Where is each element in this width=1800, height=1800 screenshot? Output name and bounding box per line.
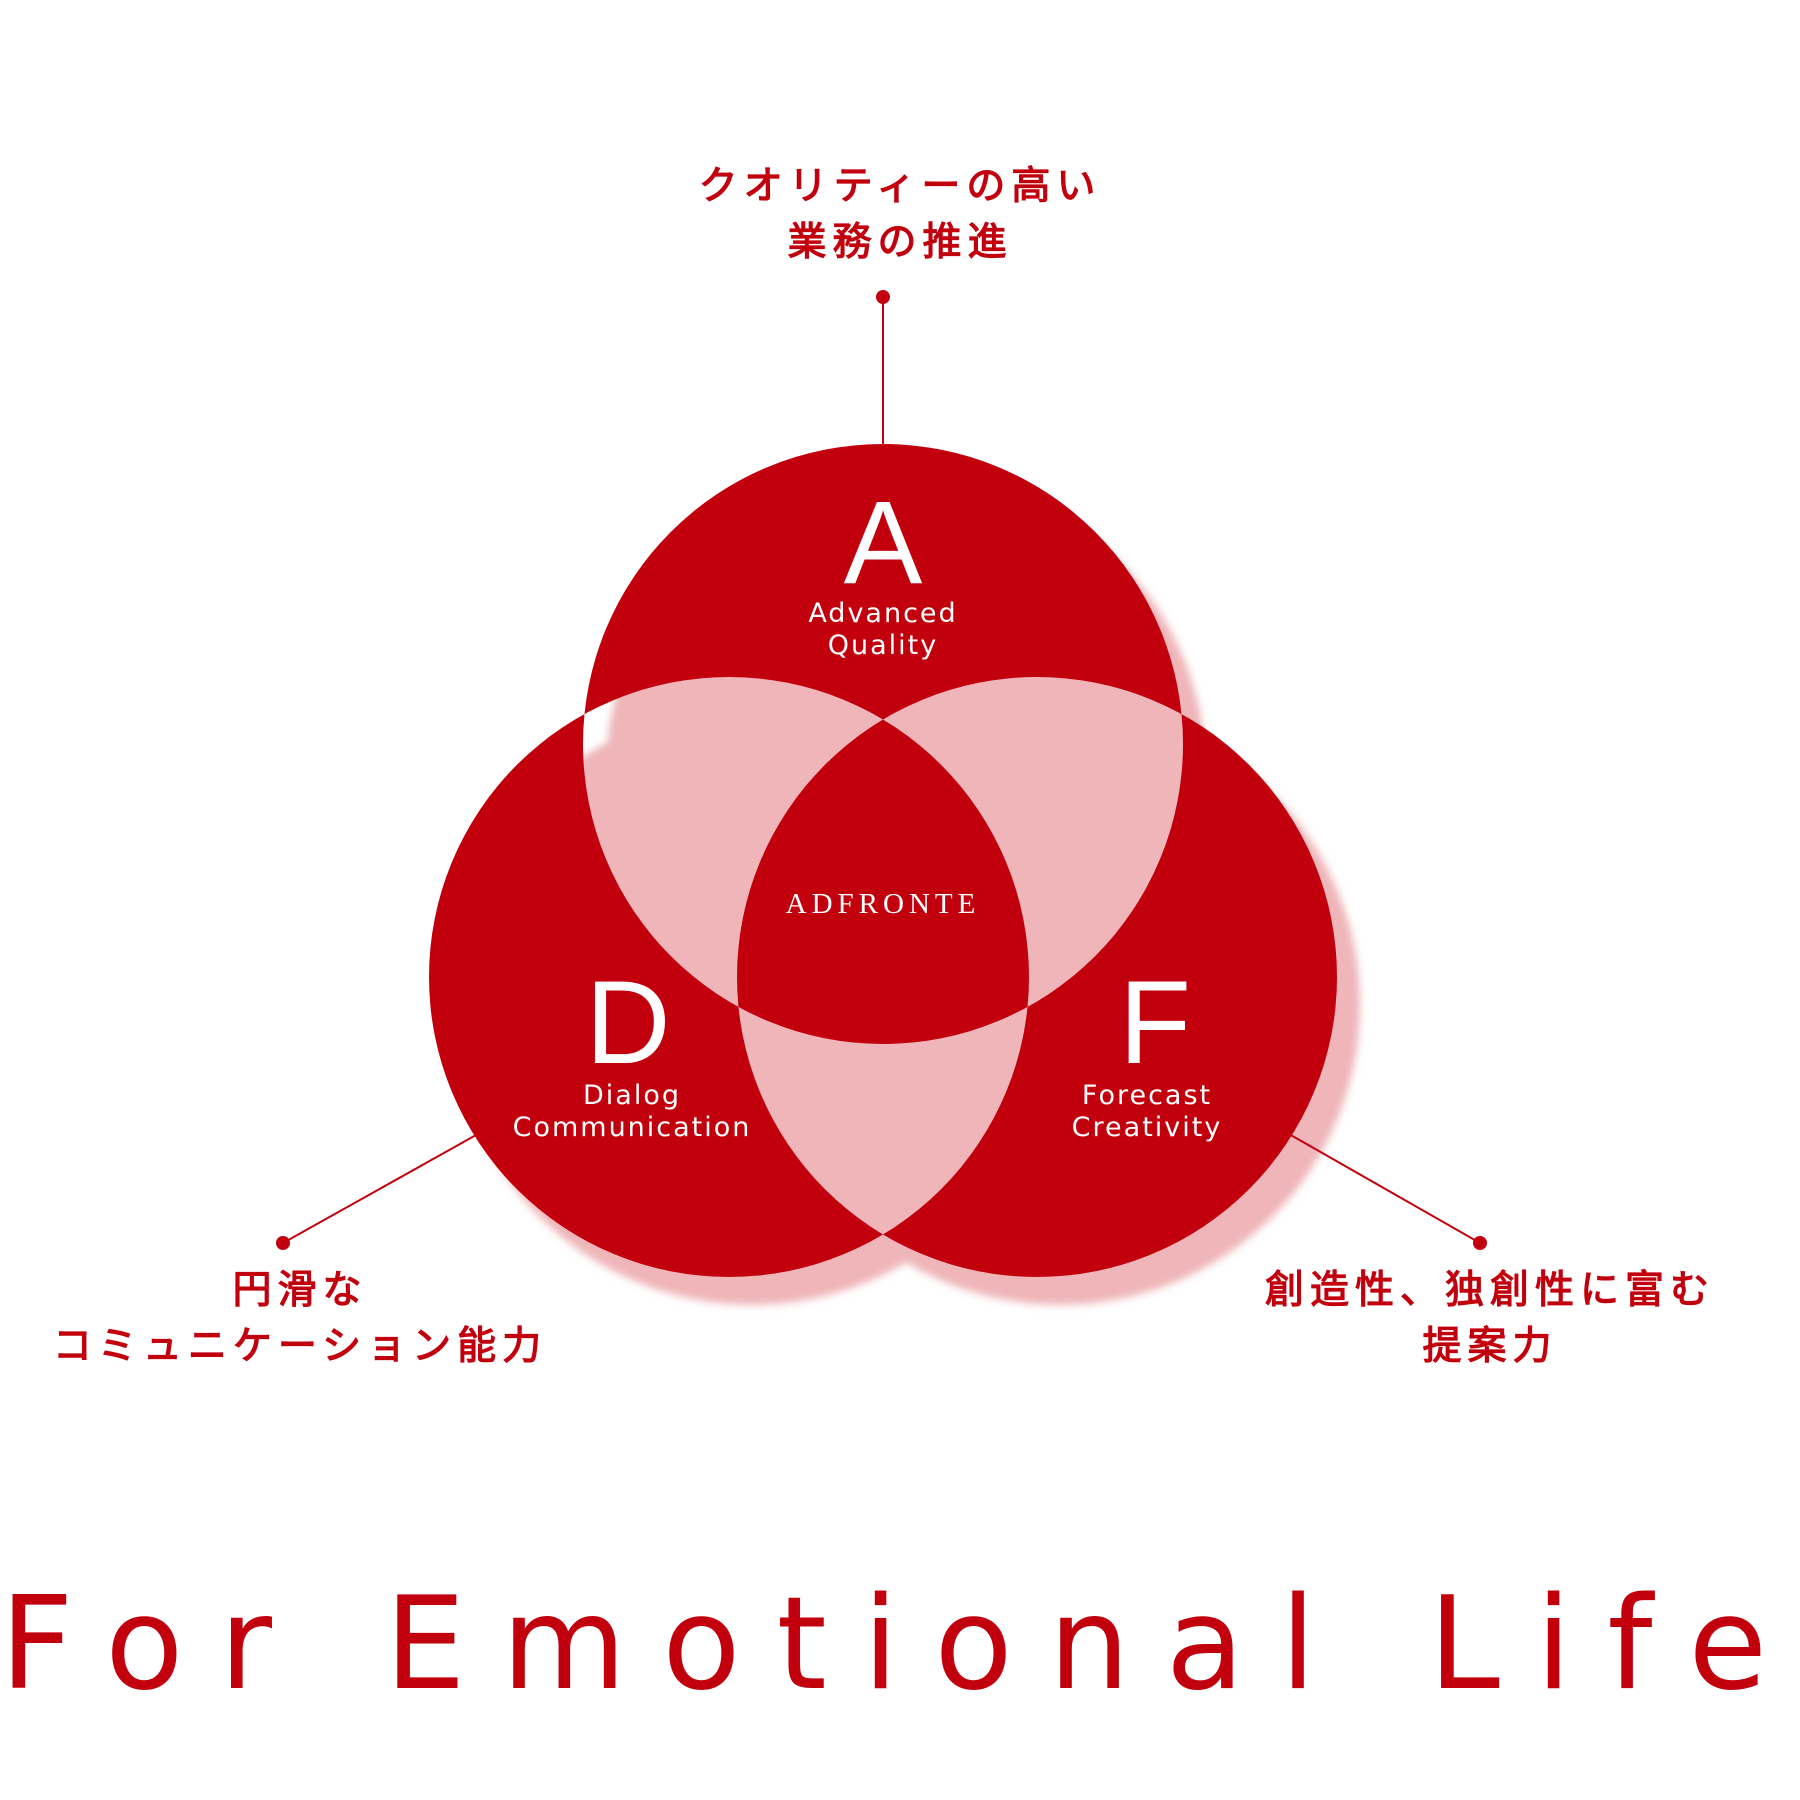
caption-left-line1: 円滑な xyxy=(232,1267,368,1313)
caption-top-line2: 業務の推進 xyxy=(787,219,1013,265)
venn-circles xyxy=(429,444,1337,1277)
circle-f-label-line1: Forecast xyxy=(1082,1080,1212,1111)
caption-top: クオリティーの高い 業務の推進 xyxy=(600,158,1200,270)
circle-a-letter: A xyxy=(844,477,923,609)
caption-right: 創造性、独創性に富む 提案力 xyxy=(1230,1262,1750,1374)
circle-f-letter: F xyxy=(1119,957,1191,1089)
connector-right xyxy=(1281,1129,1487,1250)
center-brand-label: ADFRONTE xyxy=(786,888,981,920)
circle-f-label-line2: Creativity xyxy=(1072,1112,1223,1143)
caption-top-line1: クオリティーの高い xyxy=(698,163,1102,209)
caption-left: 円滑な コミュニケーション能力 xyxy=(40,1262,560,1374)
tagline: For Emotional Life xyxy=(0,1570,1800,1719)
circle-a-label-line2: Quality xyxy=(828,630,938,661)
caption-left-line2: コミュニケーション能力 xyxy=(52,1323,548,1369)
connector-left xyxy=(276,1129,486,1250)
caption-right-line1: 創造性、独創性に富む xyxy=(1264,1267,1715,1313)
caption-right-line2: 提案力 xyxy=(1422,1323,1558,1369)
circle-a-label-line1: Advanced xyxy=(808,598,957,629)
circle-d-label-line2: Communication xyxy=(513,1112,752,1143)
circle-d-letter: D xyxy=(585,957,670,1089)
circle-d-label-line1: Dialog xyxy=(583,1080,681,1111)
connector-top xyxy=(876,290,890,444)
